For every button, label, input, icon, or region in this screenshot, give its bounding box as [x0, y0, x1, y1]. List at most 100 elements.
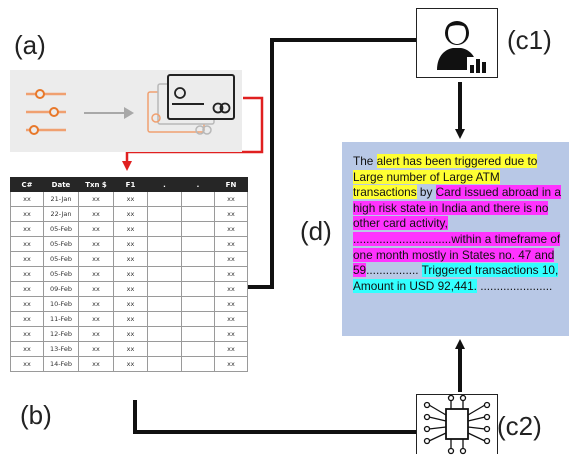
panel-a-input — [10, 70, 242, 152]
red-arrow-a-to-table — [122, 96, 264, 171]
table-cell — [147, 221, 182, 237]
table-cell: xx — [113, 251, 148, 267]
table-cell — [147, 311, 182, 327]
table-cell: xx — [10, 341, 44, 357]
table-cell: 09-Feb — [43, 281, 79, 297]
table-cell: xx — [214, 296, 248, 312]
column-header: . — [181, 177, 215, 192]
label-c1: (c1) — [507, 25, 552, 55]
analyst-icon — [437, 21, 491, 73]
column-header: . — [147, 177, 182, 192]
table-cell — [181, 296, 215, 312]
table-cell: xx — [10, 296, 44, 312]
alert-text-plain: The — [353, 154, 377, 168]
table-cell: xx — [214, 221, 248, 237]
table-cell: xx — [10, 311, 44, 327]
table-cell: 22-Jan — [43, 206, 79, 222]
table-cell: 12-Feb — [43, 326, 79, 342]
table-cell: xx — [78, 311, 114, 327]
table-cell: xx — [10, 236, 44, 252]
table-cell — [181, 281, 215, 297]
table-cell — [147, 296, 182, 312]
table-cell: xx — [214, 266, 248, 282]
connector-table-to-network — [133, 400, 416, 434]
table-cell: xx — [214, 356, 248, 372]
table-cell — [181, 191, 215, 207]
label-a: (a) — [14, 30, 46, 60]
table-cell — [147, 281, 182, 297]
table-cell: xx — [113, 266, 148, 282]
table-cell: xx — [113, 296, 148, 312]
table-cell — [147, 326, 182, 342]
table-cell: xx — [214, 206, 248, 222]
table-cell: xx — [214, 311, 248, 327]
table-cell: xx — [10, 221, 44, 237]
label-c2: (c2) — [497, 411, 542, 441]
sliders-icon — [26, 89, 66, 135]
table-cell — [147, 236, 182, 252]
credit-card-icon — [147, 74, 235, 135]
table-cell: xx — [214, 341, 248, 357]
table-cell — [181, 311, 215, 327]
label-d: (d) — [300, 216, 332, 246]
table-cell: xx — [10, 206, 44, 222]
column-header: C# — [10, 177, 44, 192]
table-cell: xx — [113, 281, 148, 297]
table-cell: 05-Feb — [43, 221, 79, 237]
table-cell — [181, 356, 215, 372]
column-header: FN — [214, 177, 248, 192]
table-cell: xx — [78, 326, 114, 342]
table-cell: 05-Feb — [43, 266, 79, 282]
arrow-right-icon — [84, 107, 134, 119]
table-cell: xx — [10, 326, 44, 342]
table-cell: xx — [113, 356, 148, 372]
table-cell: xx — [214, 251, 248, 267]
alert-text-plain-3: ................ — [366, 263, 422, 278]
table-cell: xx — [214, 236, 248, 252]
table-cell: xx — [78, 236, 114, 252]
table-cell: 10-Feb — [43, 296, 79, 312]
table-cell: xx — [10, 191, 44, 207]
table-cell: 05-Feb — [43, 251, 79, 267]
table-cell — [147, 251, 182, 267]
table-cell: xx — [113, 341, 148, 357]
table-cell: xx — [78, 221, 114, 237]
table-cell: xx — [78, 266, 114, 282]
table-cell: xx — [78, 191, 114, 207]
table-cell: 13-Feb — [43, 341, 79, 357]
table-cell: xx — [113, 206, 148, 222]
table-cell — [181, 326, 215, 342]
table-cell: xx — [10, 266, 44, 282]
table-cell: xx — [113, 236, 148, 252]
table-cell: xx — [78, 206, 114, 222]
table-cell: 14-Feb — [43, 356, 79, 372]
table-cell — [181, 341, 215, 357]
table-cell: xx — [113, 221, 148, 237]
panel-a-graphic — [26, 74, 235, 135]
table-cell: xx — [78, 281, 114, 297]
table-cell: xx — [10, 281, 44, 297]
table-cell — [147, 266, 182, 282]
alert-text-plain-4: ...................... — [476, 278, 553, 293]
table-cell — [147, 341, 182, 357]
column-header: Date — [43, 177, 79, 192]
table-cell: xx — [214, 191, 248, 207]
network-box — [416, 394, 498, 455]
column-header: Txn $ — [78, 177, 114, 192]
alert-explanation-panel: The alert has been triggered due to Larg… — [342, 142, 569, 336]
table-cell — [181, 221, 215, 237]
neural-network-icon — [423, 394, 491, 455]
